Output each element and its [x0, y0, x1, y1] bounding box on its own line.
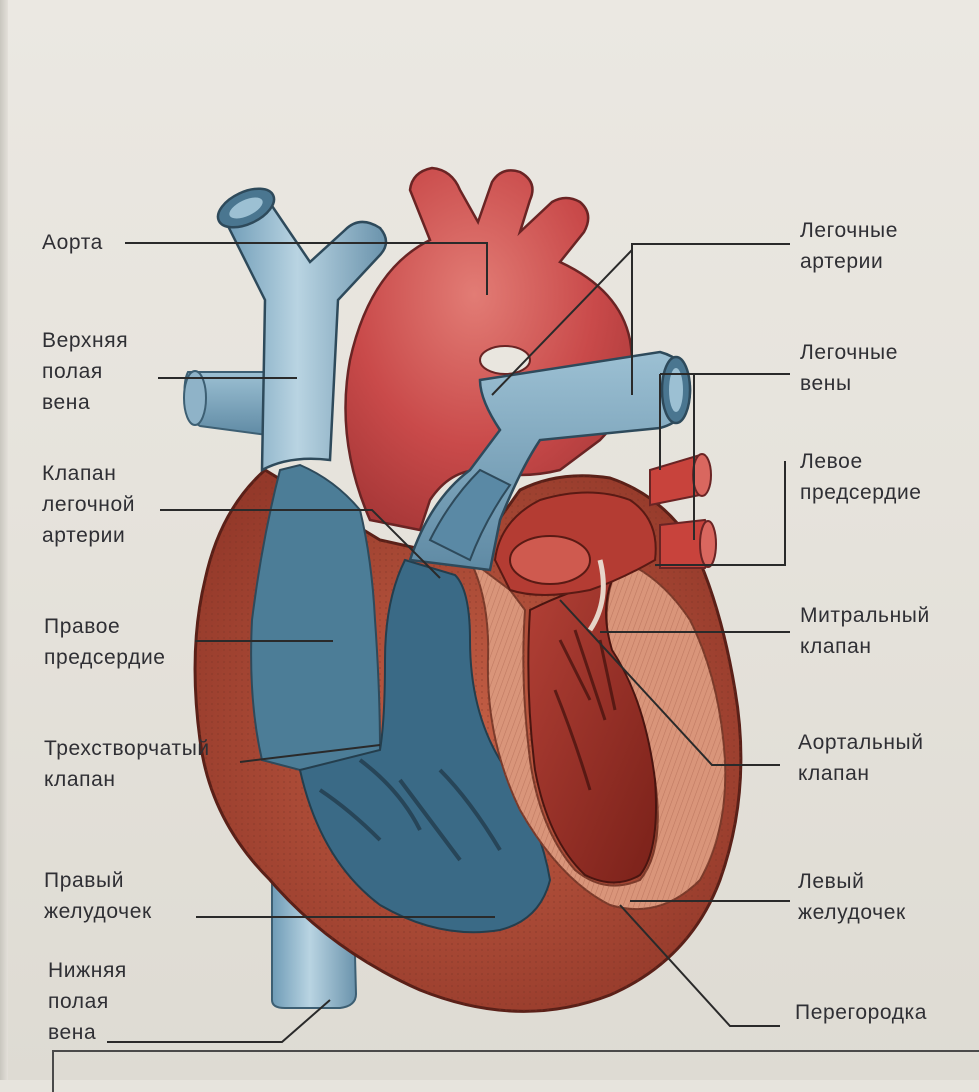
leader-septum [619, 904, 780, 1027]
aortic-arch-shape [344, 166, 634, 532]
label-left-ventricle-line1: Левый [798, 870, 865, 893]
label-superior-vena-cava-line3: вена [42, 391, 91, 414]
label-pulmonary-veins: Легочные вены [800, 337, 898, 399]
superior-vena-cava-shape [216, 187, 388, 473]
leader-pulmonary-valve [160, 509, 441, 579]
label-pulmonary-arteries-line2: артерии [800, 250, 884, 273]
label-tricuspid-valve-line2: клапан [44, 768, 116, 791]
page-edge-shadow [0, 0, 8, 1080]
label-inferior-vena-cava: Нижняя полая вена [48, 955, 127, 1048]
pulmonary-trunk-shape [408, 350, 692, 572]
leader-aortic-valve [559, 599, 780, 766]
right-chambers-shape [250, 463, 552, 934]
label-mitral-valve-line2: клапан [800, 635, 872, 658]
label-pulmonary-arteries: Легочные артерии [800, 215, 898, 277]
label-left-atrium: Левое предсердие [800, 446, 922, 508]
label-superior-vena-cava-line1: Верхняя [42, 329, 129, 352]
label-left-atrium-line1: Левое [800, 450, 863, 473]
label-superior-vena-cava: Верхняя полая вена [42, 325, 128, 418]
label-aortic-valve-line2: клапан [798, 762, 870, 785]
label-right-atrium-line2: предсердие [44, 646, 166, 669]
leader-pulmonary-arteries-2 [491, 249, 633, 396]
label-septum-text: Перегородка [795, 1001, 928, 1024]
label-aorta: Аорта [42, 227, 103, 258]
leader-lines [107, 242, 790, 1043]
label-pulmonary-valve-line2: легочной [42, 493, 136, 516]
label-aortic-valve-line1: Аортальный [798, 731, 924, 754]
label-mitral-valve: Митральный клапан [800, 600, 930, 662]
label-tricuspid-valve: Трехстворчатый клапан [44, 733, 210, 795]
label-inferior-vena-cava-line2: полая [48, 990, 109, 1013]
label-pulmonary-veins-line1: Легочные [800, 341, 898, 364]
leader-tricuspid-valve [239, 744, 381, 763]
bottom-frame-border [52, 1050, 979, 1092]
label-left-atrium-line2: предсердие [800, 481, 922, 504]
leader-pulmonary-arteries [631, 243, 790, 395]
label-inferior-vena-cava-line3: вена [48, 1021, 97, 1044]
pulmonary-veins-right-shape [649, 453, 717, 569]
label-left-ventricle: Левый желудочек [798, 866, 906, 928]
label-pulmonary-valve-line3: артерии [42, 524, 126, 547]
label-right-ventricle: Правый желудочек [44, 865, 152, 927]
label-right-ventricle-line1: Правый [44, 869, 125, 892]
label-septum: Перегородка [795, 997, 927, 1028]
label-tricuspid-valve-line1: Трехстворчатый [44, 737, 210, 760]
label-pulmonary-veins-line2: вены [800, 372, 852, 395]
label-aortic-valve: Аортальный клапан [798, 727, 924, 789]
label-left-ventricle-line2: желудочек [798, 901, 906, 924]
label-right-ventricle-line2: желудочек [44, 900, 152, 923]
myocardium-shape [469, 558, 727, 911]
leader-aorta [125, 242, 488, 295]
label-pulmonary-valve: Клапан легочной артерии [42, 458, 135, 551]
left-ventricle-shape [527, 578, 657, 884]
label-right-atrium: Правое предсердие [44, 611, 166, 673]
label-inferior-vena-cava-line1: Нижняя [48, 959, 127, 982]
label-pulmonary-valve-line1: Клапан [42, 462, 117, 485]
leader-left-atrium [655, 461, 786, 566]
leader-inferior-vena-cava [107, 999, 331, 1043]
label-aorta-text: Аорта [42, 231, 103, 254]
left-atrium-shape [493, 491, 657, 632]
label-superior-vena-cava-line2: полая [42, 360, 103, 383]
label-pulmonary-arteries-line1: Легочные [800, 219, 898, 242]
label-mitral-valve-line1: Митральный [800, 604, 930, 627]
label-right-atrium-line1: Правое [44, 615, 121, 638]
